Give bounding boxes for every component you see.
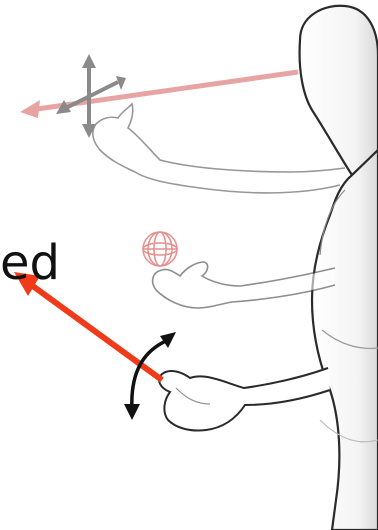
mannequin-torso <box>312 150 378 530</box>
wireframe-sphere-icon <box>143 232 177 266</box>
ghost-arm-upper <box>93 104 345 193</box>
text-fragment-middle: ed <box>0 239 60 287</box>
mannequin-head <box>300 6 378 175</box>
ghost-arm-middle <box>153 262 335 308</box>
arm-lower <box>159 368 330 431</box>
